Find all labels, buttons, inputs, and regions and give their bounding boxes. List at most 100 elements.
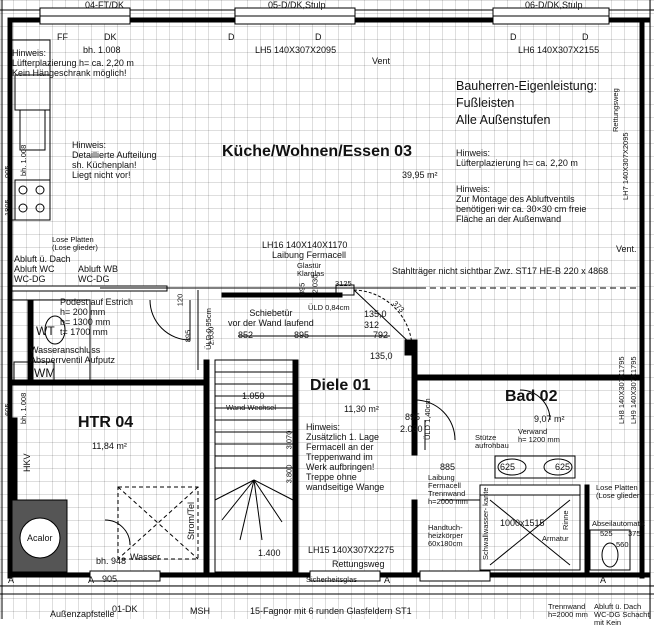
dim-2030b-label: 2.030 [400, 424, 423, 434]
axis-a-3: A [384, 575, 391, 585]
dim-895c-label: 895 [405, 412, 421, 422]
verwand-label: Verwand h= 1200 mm [518, 427, 560, 444]
lose-platten-1-label: Lose Platten (Lose glieder) [52, 235, 98, 252]
abluft-wc-label: Abluft WC WC-DG [14, 264, 55, 284]
wc-shaft [27, 299, 34, 381]
lh15-label: LH15 140X307X2275 [308, 545, 395, 555]
vent-right-label: Vent. [616, 244, 637, 254]
trennwand-label: Trennwand h=2000 mm [548, 602, 588, 619]
bh-left-2-label: bh. 1.008 [19, 392, 28, 424]
abluft-wb-label: Abluft WB WC-DG [78, 264, 119, 284]
kitchen-hint-note: Hinweis: Lüfterplazierung h= ca. 2,20 m … [12, 48, 134, 78]
glass-door-leaf [353, 289, 413, 346]
door-swing-bath [414, 399, 456, 441]
window-01 [89, 570, 161, 582]
abluft-montage-note: Hinweis: Zur Montage des Abluftventils b… [456, 184, 587, 224]
rettungsweg-top-label: Rettungsweg [611, 88, 620, 132]
sink [14, 74, 51, 111]
dim-1805-label: 1805 [3, 199, 12, 216]
room-utility-area: 11,84 m² [92, 441, 127, 451]
west-wall [7, 17, 13, 579]
glastuer-label: Glastür Klarglas [297, 261, 325, 278]
vanity [494, 455, 576, 479]
door-d1: D [228, 32, 235, 42]
htr-east-wall [203, 359, 210, 576]
laibung-fermacell-label: Laibung Fermacell [272, 250, 347, 260]
lh7-label: LH7 140X307X2095 [621, 132, 630, 200]
door-swing-htr [104, 519, 131, 546]
door-d2: D [315, 32, 322, 42]
beam-wall [221, 292, 343, 298]
stahltraeger-label: Stahlträger nicht sichtbar Zwz. ST17 HE-… [392, 266, 609, 276]
axis-a-4: A [600, 575, 607, 585]
bh-top-label: bh. 1.008 [83, 45, 121, 55]
acalor-label: Acalor [27, 533, 53, 543]
axis-a-1: A [8, 575, 15, 585]
washbasin-right [543, 458, 573, 476]
window-bath [419, 570, 491, 582]
dim-905-left-label: 905 [3, 165, 12, 178]
door-post [404, 339, 416, 356]
dim-625b-label: 625 [555, 462, 571, 472]
dim-vert-895-label: 895 [183, 329, 193, 343]
ff-label: FF [57, 32, 68, 42]
abseilautomatik-label: Abseilautomatik [592, 519, 645, 528]
wasser-label: Wasser [130, 552, 161, 562]
lh16-label: LH16 140X140X1170 [262, 240, 348, 250]
dim-905-bottom-label: 905 [102, 574, 118, 584]
bh-bottom-label: bh. 948 [96, 556, 127, 566]
armatur-label: Armatur [542, 534, 569, 543]
podest-label: Podest auf Estrich h= 200 mm b= 1300 mm … [60, 297, 134, 337]
dusche-label: 1000x1515 [500, 518, 545, 528]
msh-label: MSH [190, 606, 210, 616]
dim-1350b-label: 135,0 [370, 351, 393, 361]
uld-095-label: ÜLD 0,95cm [203, 308, 213, 350]
room-kitchen-area: 39,95 m² [402, 170, 438, 180]
dim-1350-label: 135,0 [364, 309, 387, 319]
bath-north-wall [414, 374, 641, 381]
window-05-label: 05-D/DK,Stulp [268, 0, 326, 10]
rettungsweg-bottom-label: Rettungsweg [332, 559, 385, 569]
dim-895-label: 895 [297, 282, 307, 296]
east-wall [639, 17, 645, 579]
hkv-label: HKV [22, 453, 32, 472]
washing-machine [13, 361, 55, 381]
wm-label: WM [34, 366, 56, 380]
vent-top-label: Vent [372, 56, 391, 66]
dim-3800-label: 3.800 [284, 464, 294, 484]
schwallwasser-label: Schwallwasser- kante [481, 487, 490, 560]
sicherheitsglas-label: Sicherheitsglas [306, 575, 357, 584]
dim-3070-label: 3.070 [284, 430, 294, 450]
dk-top-label: DK [104, 32, 117, 42]
door-d3: D [510, 32, 517, 42]
dim-vert-120-label: 120 [175, 293, 185, 307]
htr-north-wall [11, 379, 208, 386]
bath-wc-bowl [601, 542, 619, 568]
dim-1400-label: 1.400 [258, 548, 281, 558]
door-swing-1 [149, 299, 191, 341]
lueftung-right-note: Hinweis: Lüfterplazierung h= ca. 2,20 m [456, 148, 578, 168]
dim-605-label: 605 [3, 403, 12, 416]
stair-wall [292, 359, 299, 573]
bath-partition [584, 484, 590, 574]
dim-375-label: 375 [628, 529, 641, 538]
sink-basin [19, 109, 46, 151]
fermacell-note: Hinweis: Zusätzlich 1. Lage Fermacell an… [306, 422, 385, 492]
aussenzapf-label: Außenzapfstelle [50, 609, 115, 619]
axis-a-2: A [88, 575, 95, 585]
dim-885-label: 885 [440, 462, 456, 472]
bath-west-wall-lower [411, 499, 418, 576]
room-hall-area: 11,30 m² [344, 404, 379, 414]
laibung-trennwand-label: Laibung Fermacell Trennwand h=2000 mm [428, 473, 468, 506]
stuetze-label: Stütze aufrohbau [475, 433, 509, 450]
dim-1050-label: 1.050 [242, 391, 265, 401]
door-swing-bath-2 [519, 389, 551, 421]
rinne-label: Rinne [561, 510, 570, 530]
lose-platten-2-label: Lose Platten (Lose glieder) [596, 483, 642, 500]
dim-525-label: 525 [600, 529, 613, 538]
uld-084-label: ÜLD 0,84cm [308, 303, 350, 312]
dim-852-label: 852 [238, 330, 254, 340]
room-utility-name: HTR 04 [78, 414, 134, 431]
